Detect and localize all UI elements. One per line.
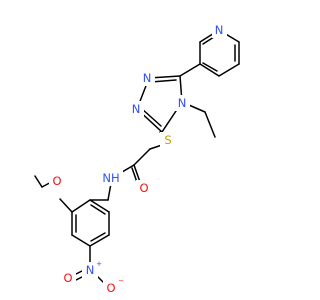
bond-layer xyxy=(34,29,240,286)
triazole-nitrogen-2-label: N xyxy=(132,102,141,116)
thioether-sulfur-label: S xyxy=(164,133,171,147)
nitro-nitrogen-charge: + xyxy=(96,260,102,268)
atom-label-layer: N N N N S O NH O N + O O − xyxy=(49,22,227,296)
amide-nh-label: NH xyxy=(102,171,119,185)
carbonyl-oxygen-label: O xyxy=(139,181,148,195)
nitro-nitrogen-label: N xyxy=(86,263,95,277)
pyridine-nitrogen-label: N xyxy=(215,23,224,37)
triazole-nitrogen-4-label: N xyxy=(178,96,187,110)
nitro-oxygen-2-label: O xyxy=(106,281,115,295)
triazole-nitrogen-1-label: N xyxy=(143,71,152,85)
nitro-oxygen-2-charge: − xyxy=(118,277,124,285)
molecule-structure: N N N N S O NH O N + O O − xyxy=(34,22,240,296)
methoxy-oxygen-label: O xyxy=(52,174,61,188)
nitro-oxygen-1-label: O xyxy=(63,271,72,285)
